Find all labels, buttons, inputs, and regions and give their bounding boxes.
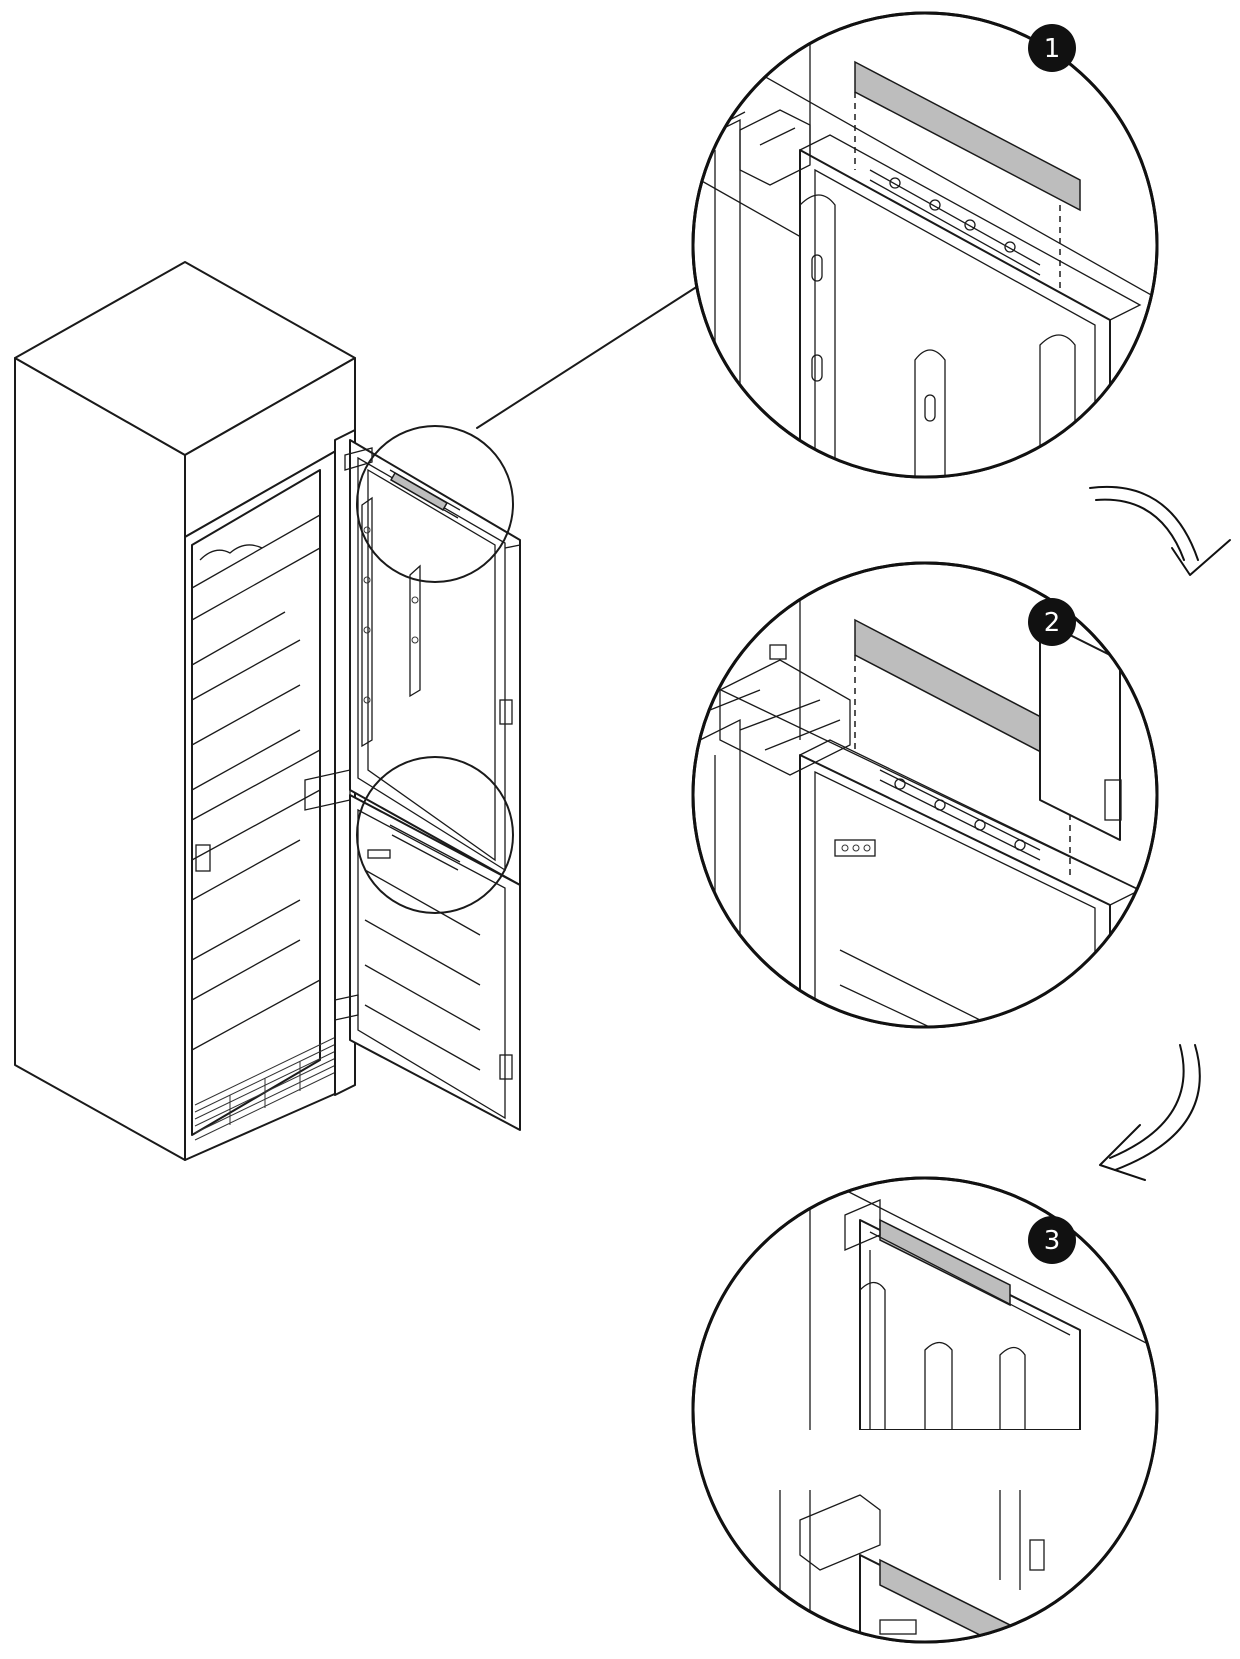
svg-text:2: 2 bbox=[1044, 608, 1061, 638]
svg-text:3: 3 bbox=[1044, 1226, 1061, 1256]
svg-text:1: 1 bbox=[1044, 34, 1061, 64]
fridge-cabinet bbox=[14, 261, 356, 1161]
fridge-door-upper bbox=[344, 439, 521, 886]
step-badge-2: 2 bbox=[1028, 598, 1076, 646]
leader-line bbox=[476, 285, 699, 429]
trim-strip bbox=[854, 60, 1081, 212]
step-badge-3: 3 bbox=[1028, 1216, 1076, 1264]
step-arrow-1-to-2 bbox=[1089, 486, 1231, 576]
fridge-door-lower bbox=[304, 769, 521, 1131]
detail-circle-upper-hinge bbox=[356, 425, 514, 583]
detail-view-step-3: 3 bbox=[691, 1176, 1159, 1644]
step-arrow-2-to-3 bbox=[1099, 1044, 1201, 1181]
detail-view-step-1: 1 bbox=[691, 11, 1159, 479]
detail-circle-lower-hinge bbox=[356, 756, 514, 914]
vent-grille bbox=[194, 1034, 341, 1141]
step-badge-1: 1 bbox=[1028, 24, 1076, 72]
detail-view-step-2: 2 bbox=[691, 561, 1159, 1029]
